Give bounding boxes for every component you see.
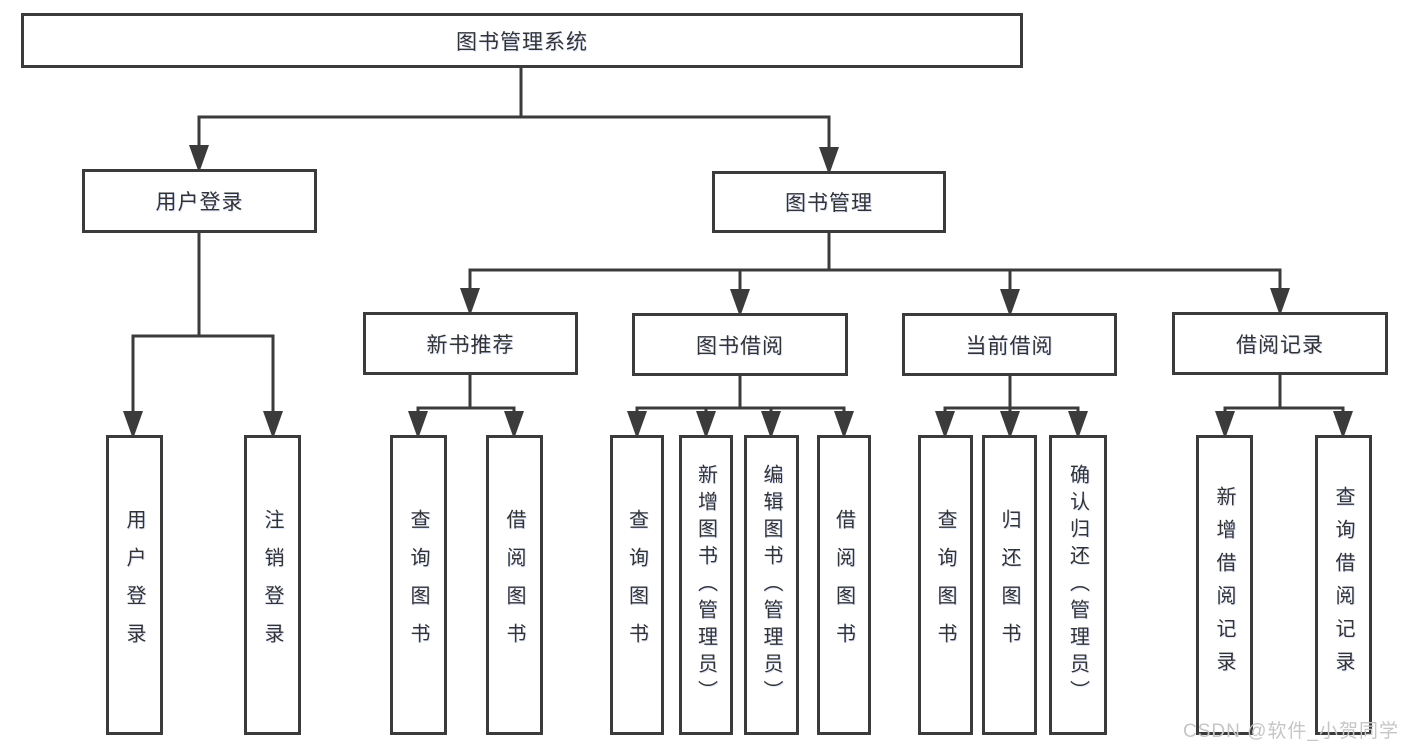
node-new-book-recommend: 新书推荐 [363, 312, 578, 375]
node-borrow-records: 借阅记录 [1172, 312, 1388, 375]
node-root-library-system: 图书管理系统 [21, 13, 1023, 68]
leaf-borrow-books-recommend: 借阅图书 [486, 435, 543, 735]
leaf-add-borrow-record: 新增借阅记录 [1196, 435, 1253, 735]
leaf-confirm-return-admin: 确认归还（管理员） [1049, 435, 1107, 735]
leaf-query-books-borrow: 查询图书 [610, 435, 664, 735]
leaf-add-books-admin: 新增图书（管理员） [679, 435, 733, 735]
leaf-query-borrow-record: 查询借阅记录 [1315, 435, 1372, 735]
node-current-borrow: 当前借阅 [902, 313, 1117, 376]
leaf-edit-books-admin: 编辑图书（管理员） [744, 435, 799, 735]
leaf-query-books-current: 查询图书 [918, 435, 973, 735]
node-book-management: 图书管理 [712, 171, 946, 233]
node-user-login: 用户登录 [82, 169, 317, 233]
leaf-borrow-books: 借阅图书 [817, 435, 871, 735]
node-book-borrow: 图书借阅 [632, 313, 848, 376]
leaf-user-login: 用户登录 [106, 435, 163, 735]
leaf-query-books-recommend: 查询图书 [390, 435, 447, 735]
leaf-return-books: 归还图书 [982, 435, 1037, 735]
leaf-logout: 注销登录 [244, 435, 301, 735]
csdn-watermark: CSDN @软件_小贺同学 [1183, 721, 1399, 742]
